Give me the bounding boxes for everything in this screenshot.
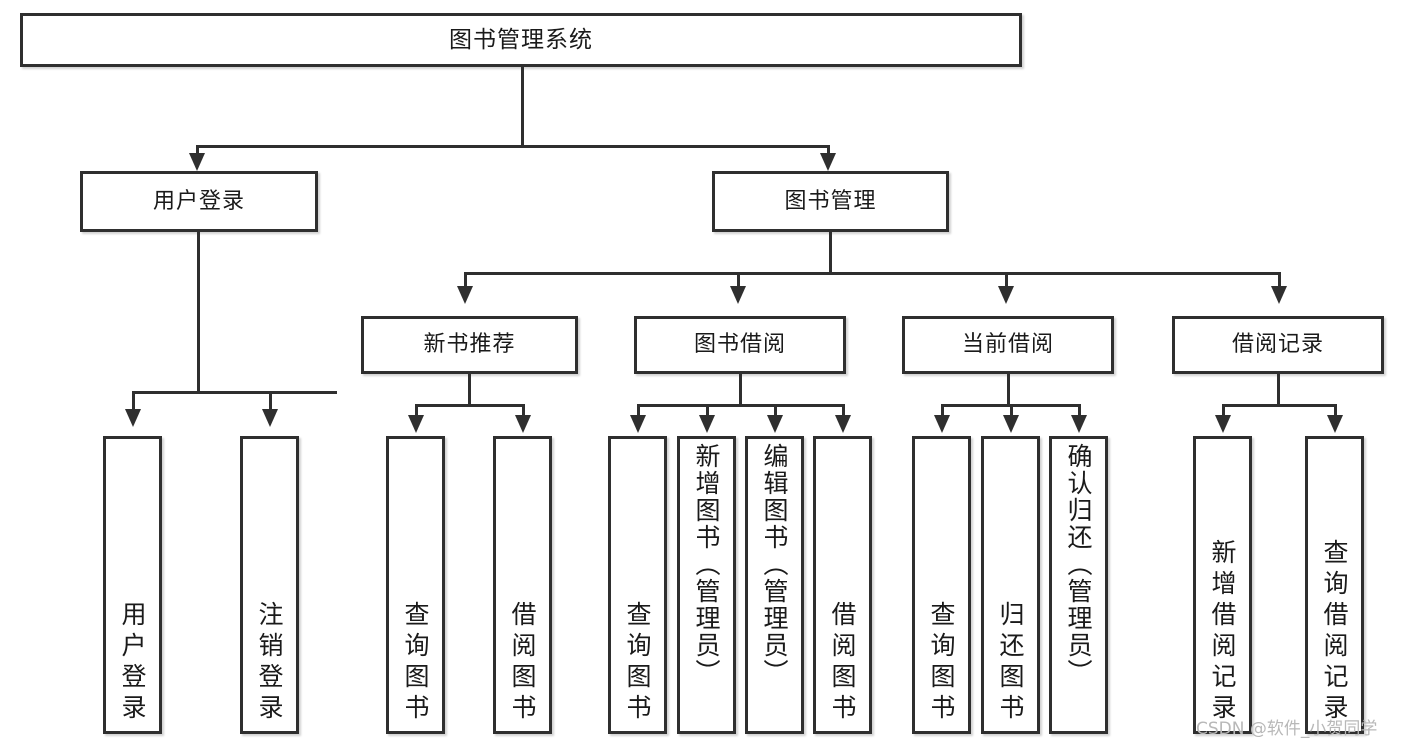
connector-drop-bb-2: [706, 404, 709, 418]
leaf-query-book-recommend[interactable]: 查询图书: [386, 436, 445, 734]
leaf-confirm-return-admin[interactable]: 确认归还（管理员）: [1049, 436, 1108, 734]
node-label: 编辑图书（管理员）: [760, 443, 789, 686]
arrow-user-login-icon: [189, 153, 205, 171]
connector-current-borrow-stem: [1007, 374, 1010, 407]
arrow-cb-1-icon: [934, 415, 950, 433]
connector-drop-bb-3: [774, 404, 777, 418]
leaf-logout[interactable]: 注销登录: [240, 436, 299, 734]
node-book-management[interactable]: 图书管理: [712, 171, 949, 232]
arrow-new-book-icon: [457, 286, 473, 304]
leaf-query-book-current[interactable]: 查询图书: [912, 436, 971, 734]
node-label: 注销登录: [255, 601, 284, 725]
connector-drop-current-borrow: [1005, 272, 1008, 288]
connector-drop-bb-4: [842, 404, 845, 418]
node-label: 借阅图书: [828, 601, 857, 725]
node-label: 图书管理: [784, 188, 877, 214]
node-label: 新书推荐: [423, 332, 516, 358]
arrow-book-borrow-icon: [730, 286, 746, 304]
arrow-current-borrow-icon: [998, 286, 1014, 304]
node-label: 归还图书: [996, 601, 1025, 725]
connector-user-login-stem: [197, 232, 200, 393]
node-label: 借阅记录: [1231, 332, 1324, 358]
arrow-nb-2-icon: [515, 415, 531, 433]
connector-drop-br-1: [1222, 404, 1225, 418]
leaf-add-book-admin[interactable]: 新增图书（管理员）: [677, 436, 736, 734]
connector-drop-cb-1: [941, 404, 944, 418]
connector-book-management-stem: [829, 232, 832, 275]
node-new-book-recommend[interactable]: 新书推荐: [361, 316, 578, 374]
arrow-leaf-user-login-icon: [125, 409, 141, 427]
connector-root-stem: [521, 67, 524, 145]
leaf-query-book-borrow[interactable]: 查询图书: [608, 436, 667, 734]
connector-new-book-stem: [468, 374, 471, 407]
arrow-bb-2-icon: [699, 415, 715, 433]
connector-drop-bb-1: [637, 404, 640, 418]
connector-drop-nb-1: [415, 404, 418, 418]
connector-drop-user-login: [196, 145, 199, 158]
leaf-add-borrow-record[interactable]: 新增借阅记录: [1193, 436, 1252, 734]
arrow-bb-1-icon: [630, 415, 646, 433]
arrow-nb-1-icon: [408, 415, 424, 433]
connector-book-borrow-stem: [739, 374, 742, 407]
node-label: 借阅图书: [508, 601, 537, 725]
arrow-br-1-icon: [1215, 415, 1231, 433]
leaf-borrow-book-recommend[interactable]: 借阅图书: [493, 436, 552, 734]
connector-drop-book-borrow: [737, 272, 740, 288]
connector-drop-cb-2: [1010, 404, 1013, 418]
connector-new-book-bus: [415, 404, 525, 407]
node-label: 图书管理系统: [449, 26, 593, 53]
connector-level1-bus: [196, 145, 828, 148]
connector-drop-leaf-logout: [269, 391, 272, 413]
leaf-user-login[interactable]: 用户登录: [103, 436, 162, 734]
connector-user-login-bus: [132, 391, 337, 394]
node-label: 新增借阅记录: [1208, 539, 1237, 725]
arrow-book-management-icon: [820, 153, 836, 171]
node-label: 用户登录: [152, 188, 245, 214]
node-borrow-record[interactable]: 借阅记录: [1172, 316, 1384, 374]
arrow-cb-3-icon: [1071, 415, 1087, 433]
arrow-bb-3-icon: [767, 415, 783, 433]
node-label: 用户登录: [118, 601, 147, 725]
arrow-bb-4-icon: [835, 415, 851, 433]
node-label: 新增图书（管理员）: [692, 443, 721, 686]
connector-drop-leaf-user-login: [132, 391, 135, 413]
node-label: 查询图书: [401, 601, 430, 725]
connector-borrow-record-stem: [1277, 374, 1280, 407]
connector-level2-bus: [464, 272, 1281, 275]
arrow-cb-2-icon: [1003, 415, 1019, 433]
leaf-query-borrow-record[interactable]: 查询借阅记录: [1305, 436, 1364, 734]
node-label: 确认归还（管理员）: [1064, 443, 1093, 686]
connector-drop-book-management: [827, 145, 830, 158]
arrow-borrow-record-icon: [1271, 286, 1287, 304]
connector-drop-borrow-record: [1278, 272, 1281, 288]
arrow-br-2-icon: [1327, 415, 1343, 433]
connector-drop-br-2: [1334, 404, 1337, 418]
node-root-book-management-system[interactable]: 图书管理系统: [20, 13, 1022, 67]
node-label: 查询图书: [927, 601, 956, 725]
leaf-borrow-book[interactable]: 借阅图书: [813, 436, 872, 734]
connector-drop-cb-3: [1078, 404, 1081, 418]
connector-book-borrow-bus: [637, 404, 845, 407]
node-label: 当前借阅: [961, 332, 1054, 358]
node-current-borrow[interactable]: 当前借阅: [902, 316, 1114, 374]
node-label: 查询借阅记录: [1320, 539, 1349, 725]
arrow-leaf-logout-icon: [262, 409, 278, 427]
connector-drop-nb-2: [522, 404, 525, 418]
connector-drop-new-book: [464, 272, 467, 288]
node-book-borrow[interactable]: 图书借阅: [634, 316, 846, 374]
node-label: 查询图书: [623, 601, 652, 725]
node-user-login[interactable]: 用户登录: [80, 171, 318, 232]
connector-borrow-record-bus: [1222, 404, 1336, 407]
leaf-edit-book-admin[interactable]: 编辑图书（管理员）: [745, 436, 804, 734]
node-label: 图书借阅: [693, 332, 786, 358]
leaf-return-book[interactable]: 归还图书: [981, 436, 1040, 734]
